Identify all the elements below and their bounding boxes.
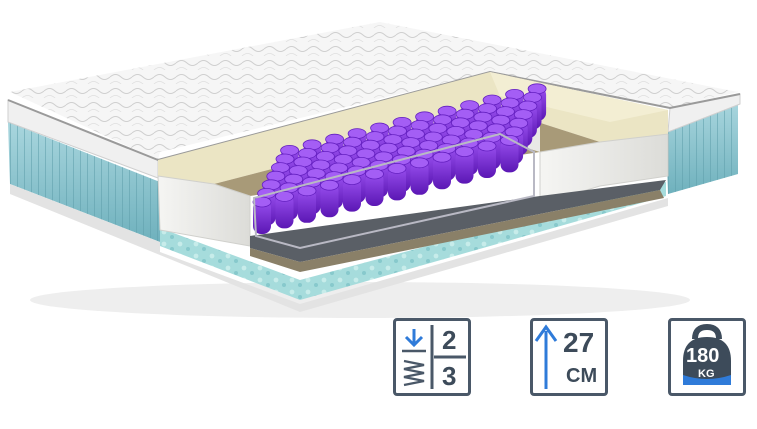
spring-pocket-top [365,168,384,180]
load-badge: 180 KG [668,318,746,396]
spring-pocket [320,183,339,218]
spring-pocket-top [500,134,519,146]
spring-pocket-top [320,179,339,191]
spring-pocket [388,166,406,201]
mattress-side-left-stitch [8,122,160,242]
felt-layer-strip [250,190,664,272]
spring-pocket [343,177,361,212]
spring-frame [252,132,535,250]
spring-pocket-top [455,146,474,158]
load-unit: KG [698,368,715,380]
spring-pocket-top [477,140,497,152]
quilted-top-surface [10,22,738,160]
spring-pocket-top [410,157,429,169]
load-value: 180 [686,345,720,367]
spring-pocket [433,155,451,190]
height-value: 27 [563,327,595,358]
spring-pocket-top [275,190,294,202]
spring-pocket-top [387,162,407,174]
kettlebell-weight-icon [683,323,731,385]
spring-pocket [253,200,271,234]
spring-pocket [275,194,294,229]
spring-pocket [365,172,384,206]
spring-pocket [298,188,316,223]
height-unit: CM [566,365,598,387]
spring-pocket-top [432,151,452,163]
spring-pocket [478,144,496,178]
firmness-top-value: 2 [442,325,457,355]
spring-pocket-top [252,196,272,208]
firmness-spring-icon [402,325,466,389]
mattress-shadow [30,282,690,318]
spring-pocket [455,149,474,184]
spring-pocket-top [342,174,362,186]
firmness-bottom-value: 3 [442,361,457,391]
spring-pocket [500,138,519,173]
height-arrow-icon [534,324,558,389]
spring-pocket [410,160,429,195]
foam-block-left [157,175,251,247]
felt-layer [250,180,666,262]
height-badge: 27 CM [530,318,608,396]
firmness-badge: 2 3 [393,318,471,396]
spring-pocket-top [297,185,317,197]
